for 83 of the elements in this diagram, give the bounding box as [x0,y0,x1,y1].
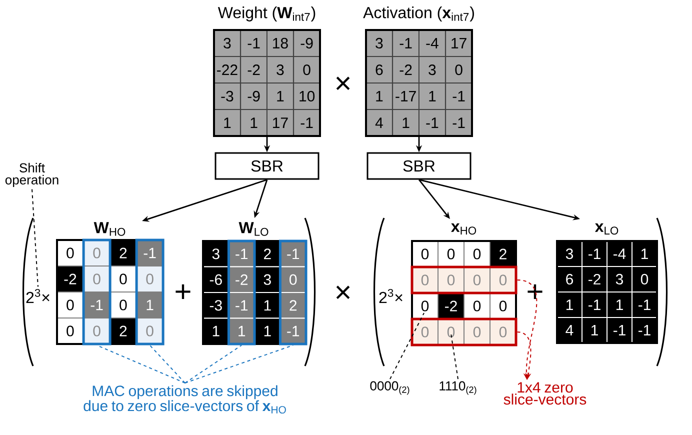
matrix-cell: 0 [632,266,658,292]
matrix-cell: 1 [213,109,241,137]
plus-sign: + [528,284,542,300]
matrix-cell: -1 [445,82,473,110]
matrix [363,6,474,137]
leader-line [149,344,186,384]
matrix-cell: 1 [582,316,608,344]
matrix-cell: 1 [266,82,294,110]
matrix-cell: -1 [606,316,632,344]
matrix-cell: -1 [632,316,658,344]
process-box: SBR [366,152,472,180]
highlight-frame [410,318,518,346]
matrix [56,222,164,346]
matrix-cell: -1 [418,109,446,137]
matrix-cell: 1 [418,82,446,110]
matrix-cell: -2 [240,56,268,84]
matrix-cell: 1 [556,292,582,318]
matrix-cell: -1 [582,240,608,268]
times-sign: × [336,76,350,90]
process-box: SBR [214,152,320,180]
matrix-cell: 6 [365,56,393,84]
annotation-text: MAC operations are skipped due to zero slice-vectors of x$_{HO}$ [84,385,286,414]
matrix-cell: -2 [392,56,420,84]
matrix-cell: -1 [240,29,268,57]
matrix-cell: 10 [293,82,321,110]
highlight-frame [82,238,112,346]
matrix-heading: Weight (W$_{int7}$) [218,6,316,22]
leader-line [450,332,458,380]
matrix [556,223,658,344]
matrix [202,222,308,346]
matrix-heading: W$_{HO}$ [94,222,126,236]
matrix-cell: 0 [445,56,473,84]
plus-sign: + [176,284,190,300]
matrix-cell: 0 [293,56,321,84]
matrix-cell: -9 [240,82,268,110]
matrix-cell: -2 [582,266,608,292]
matrix-cell: 6 [556,266,582,292]
matrix-cell: 4 [365,109,393,137]
matrix-cell: -4 [606,240,632,268]
highlight-frame [227,240,256,346]
matrix-heading: x$_{HO}$ [451,223,476,235]
matrix-cell: 18 [266,29,294,57]
leader-line [390,312,424,380]
matrix [213,6,321,137]
multiplier-text: 2$^{3}$× [379,288,402,304]
matrix-cell: 1 [392,109,420,137]
matrix-cell: 3 [266,56,294,84]
leader-line [32,188,38,288]
highlight-frame [135,238,164,346]
matrix-cell: -1 [293,109,321,137]
matrix-cell: -1 [582,292,608,318]
matrix-cell: 1 [240,109,268,137]
matrix-cell: 17 [266,109,294,137]
matrix-cell: -1 [632,292,658,318]
matrix-cell: 1 [606,292,632,318]
annotation-text: Shift operation [5,162,58,188]
matrix-cell: 4 [556,316,582,344]
matrix-cell: -3 [213,82,241,110]
highlight-frame [278,240,308,346]
binary-label: 1110$_{(2)}$ [440,381,476,395]
matrix-cell: -17 [392,82,420,110]
matrix-cell: -3 [202,292,230,319]
matrix [410,223,518,346]
matrix-cell: 17 [445,29,473,57]
matrix-cell: -22 [213,56,241,84]
matrix-cell: 3 [418,56,446,84]
matrix-cell: 1 [365,82,393,110]
matrix-heading: x$_{LO}$ [594,223,618,235]
leader-line [184,344,294,384]
highlight-frame [410,266,518,294]
matrix-cell: 3 [606,266,632,292]
times-sign: × [336,286,350,300]
matrix-heading: Activation (x$_{int7}$) [363,6,474,22]
annotation-text: 1x4 zero slice-vectors [504,382,586,405]
matrix-heading: W$_{LO}$ [238,222,268,236]
binary-label: 0000$_{(2)}$ [370,381,410,395]
matrix-cell: -4 [418,29,446,57]
matrix-cell: -1 [445,109,473,137]
multiplier-text: 2$^{3}$× [26,288,50,304]
leader-line [184,344,242,384]
matrix-cell: -6 [202,266,230,293]
matrix-cell: -1 [392,29,420,57]
matrix-cell: -9 [293,29,321,57]
